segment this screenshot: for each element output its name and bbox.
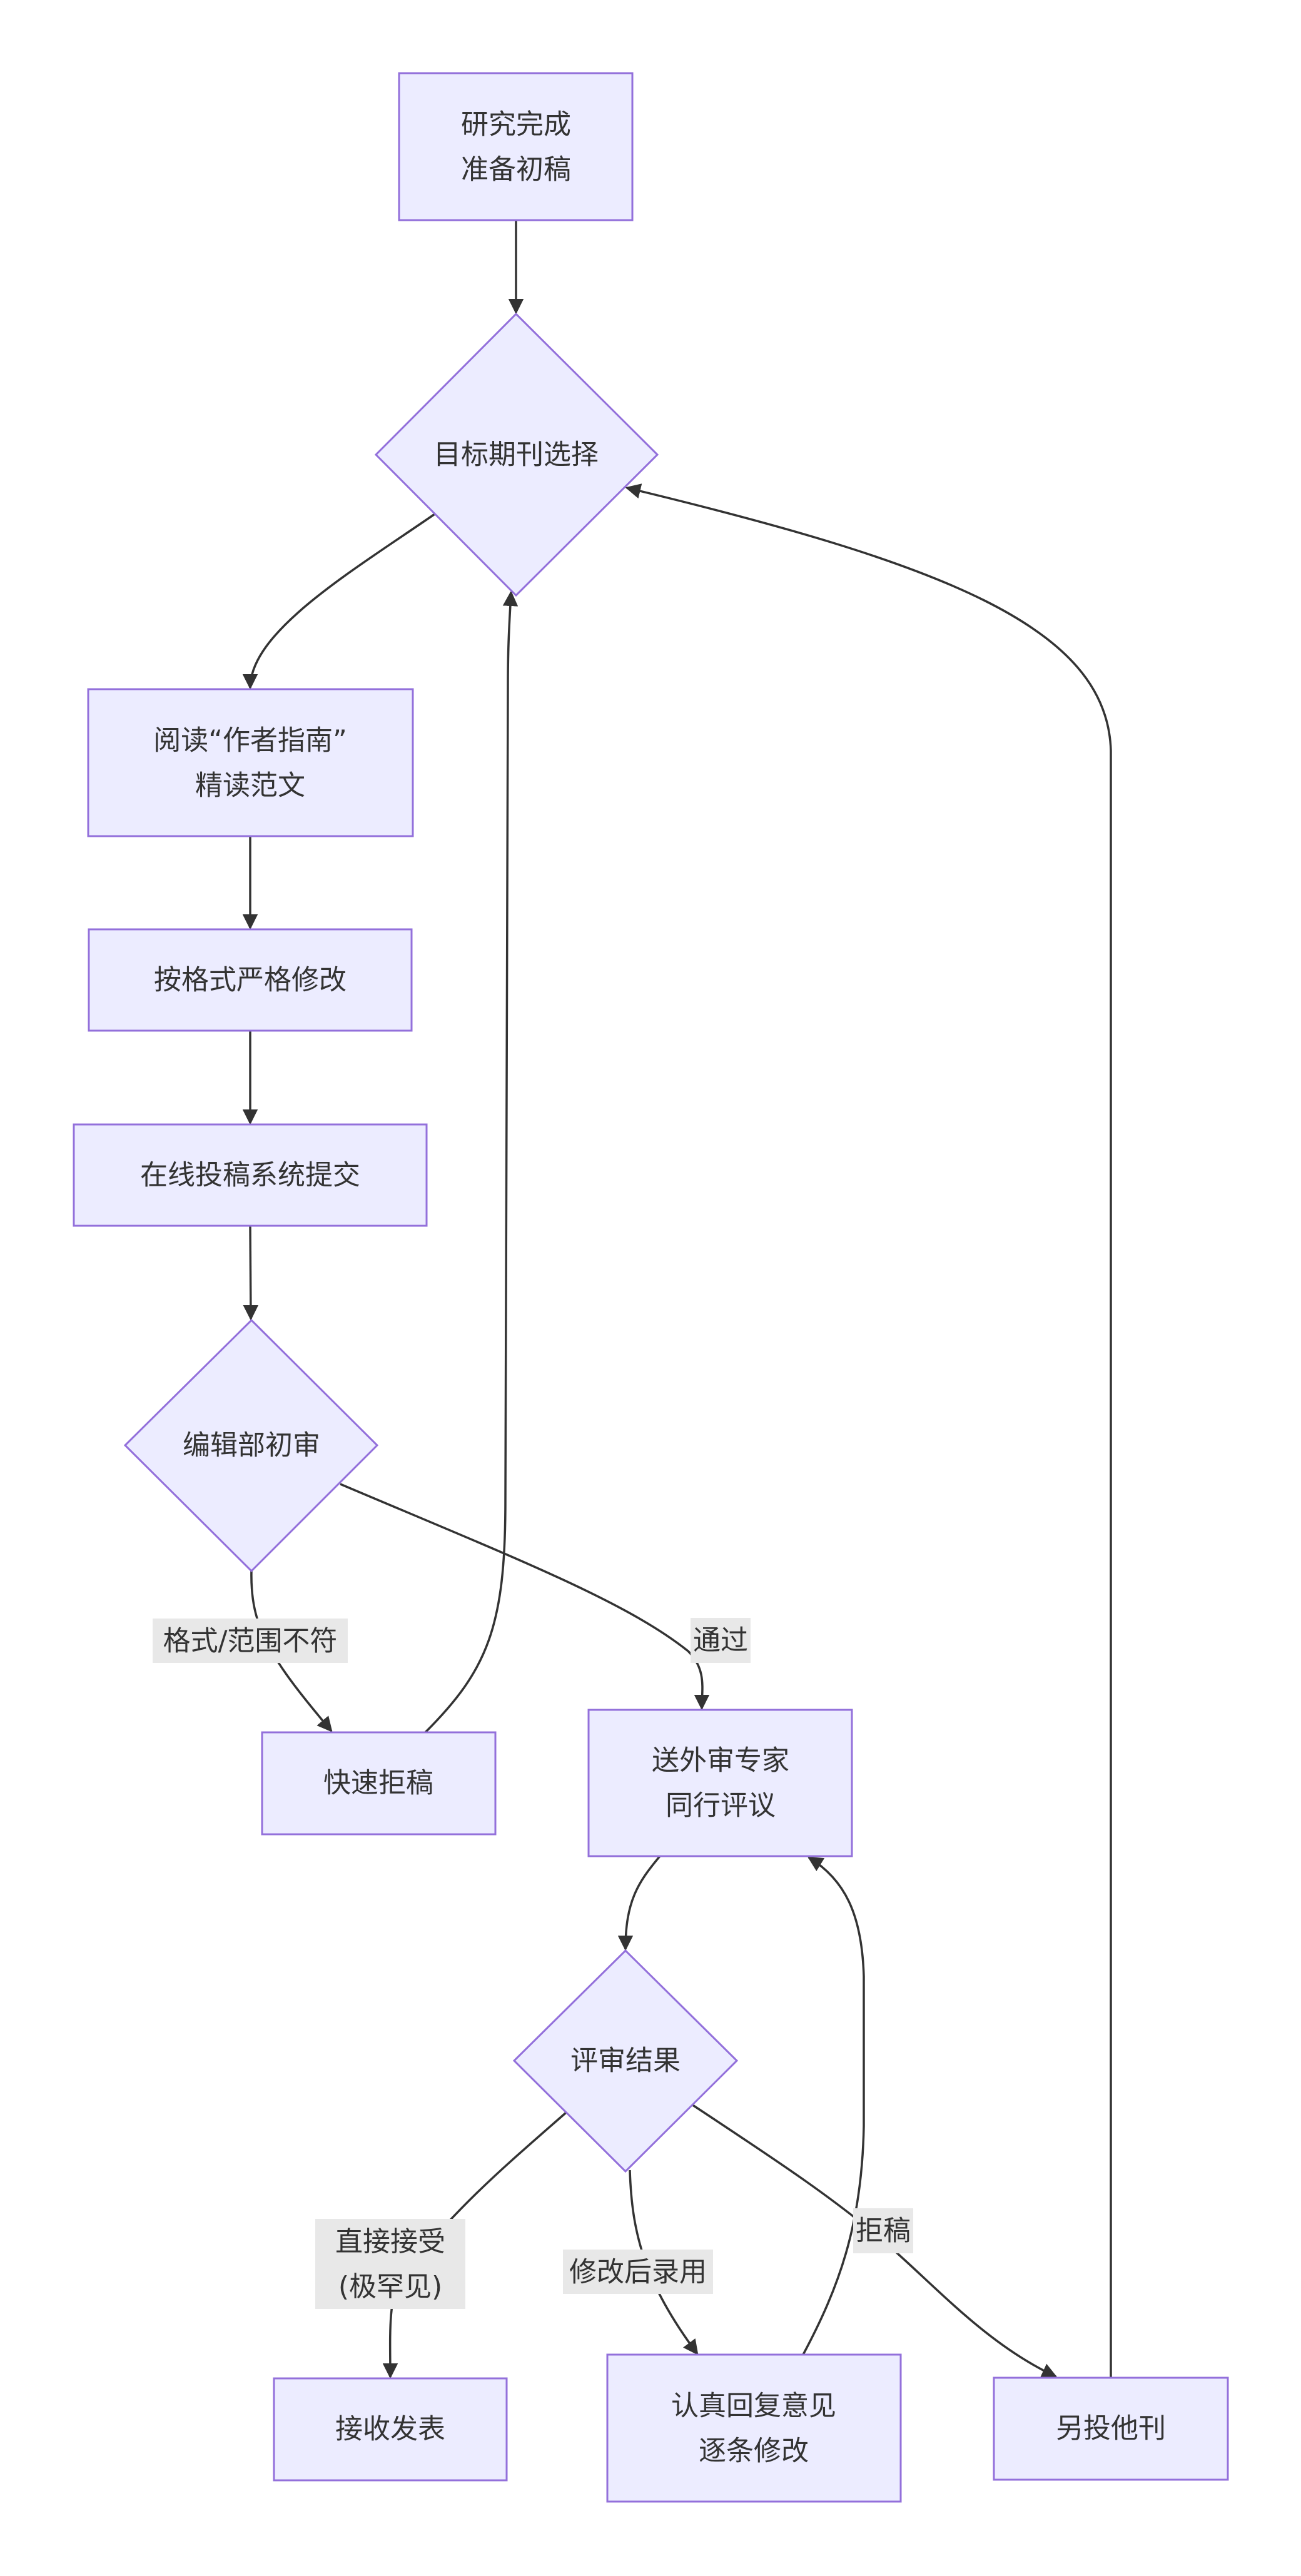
node-text: 阅读“作者指南” bbox=[153, 725, 347, 757]
edge-label-line: 直接接受 bbox=[335, 2226, 445, 2258]
node-text: 送外审专家 bbox=[652, 1745, 789, 1777]
node-text: 按格式严格修改 bbox=[154, 964, 347, 996]
edge-revise-to-peer bbox=[802, 1856, 865, 2355]
node-text: 逐条修改 bbox=[699, 2435, 809, 2467]
edge-label-text: 格式/范围不符 bbox=[163, 1625, 338, 1657]
edge-label-text: 修改后录用 bbox=[569, 2256, 707, 2288]
node-peer-review[interactable]: 送外审专家 同行评议 bbox=[587, 1709, 853, 1857]
node-format-revision[interactable]: 按格式严格修改 bbox=[88, 928, 413, 1032]
node-text: 认真回复意见 bbox=[671, 2390, 836, 2422]
edge-select-to-guide bbox=[242, 513, 435, 690]
edge-label-text: 通过 bbox=[693, 1625, 748, 1657]
node-research-complete[interactable]: 研究完成 准备初稿 bbox=[398, 72, 634, 221]
edge-submit-to-initial bbox=[243, 1225, 259, 1321]
node-review-result[interactable]: 评审结果 bbox=[512, 1949, 739, 2173]
edge-label-format-mismatch: 格式/范围不符 bbox=[153, 1619, 348, 1663]
edge-label-line: (极罕见) bbox=[338, 2271, 442, 2303]
node-editorial-review[interactable]: 编辑部初审 bbox=[123, 1318, 379, 1573]
node-read-guide[interactable]: 阅读“作者指南” 精读范文 bbox=[87, 688, 414, 837]
edge-labels-layer: 格式/范围不符 通过 直接接受 (极罕见) 修改后录用 拒稿 bbox=[153, 1618, 913, 2309]
edge-label-direct-accept: 直接接受 (极罕见) bbox=[315, 2219, 465, 2309]
edge-other-to-select bbox=[625, 483, 1112, 2378]
node-text: 精读范文 bbox=[195, 770, 305, 802]
node-online-submit[interactable]: 在线投稿系统提交 bbox=[73, 1123, 428, 1227]
node-respond-revise[interactable]: 认真回复意见 逐条修改 bbox=[606, 2353, 902, 2503]
node-text: 研究完成 bbox=[461, 109, 571, 141]
nodes-layer: 研究完成 准备初稿 目标期刊选择 阅读“作者指南” 精读范文 按格式严格修改 在… bbox=[73, 72, 1229, 2503]
edge-label-text: 拒稿 bbox=[856, 2215, 911, 2247]
node-text: 准备初稿 bbox=[461, 154, 571, 186]
node-text: 同行评议 bbox=[666, 1790, 776, 1822]
node-journal-selection[interactable]: 目标期刊选择 bbox=[374, 312, 659, 597]
node-text: 评审结果 bbox=[570, 2045, 681, 2077]
node-text: 另投他刊 bbox=[1056, 2413, 1166, 2445]
node-text: 目标期刊选择 bbox=[433, 439, 599, 471]
node-accept-publish[interactable]: 接收发表 bbox=[273, 2377, 508, 2482]
node-desk-reject[interactable]: 快速拒稿 bbox=[261, 1731, 497, 1836]
edge-label-reject: 拒稿 bbox=[853, 2208, 913, 2253]
node-text: 快速拒稿 bbox=[323, 1767, 433, 1799]
node-text: 编辑部初审 bbox=[183, 1430, 320, 1462]
node-text: 接收发表 bbox=[335, 2413, 445, 2445]
edge-label-pass: 通过 bbox=[691, 1618, 751, 1663]
edge-initial-to-peer bbox=[340, 1483, 710, 1710]
edge-peer-to-result bbox=[617, 1855, 661, 1951]
edge-label-accept-after-revision: 修改后录用 bbox=[563, 2250, 713, 2294]
edge-label-text: 直接接受 (极罕见) bbox=[335, 2226, 445, 2303]
node-submit-elsewhere[interactable]: 另投他刊 bbox=[993, 2376, 1229, 2481]
edge-desk-reject-to-select bbox=[424, 590, 519, 1734]
node-text: 在线投稿系统提交 bbox=[140, 1159, 360, 1191]
